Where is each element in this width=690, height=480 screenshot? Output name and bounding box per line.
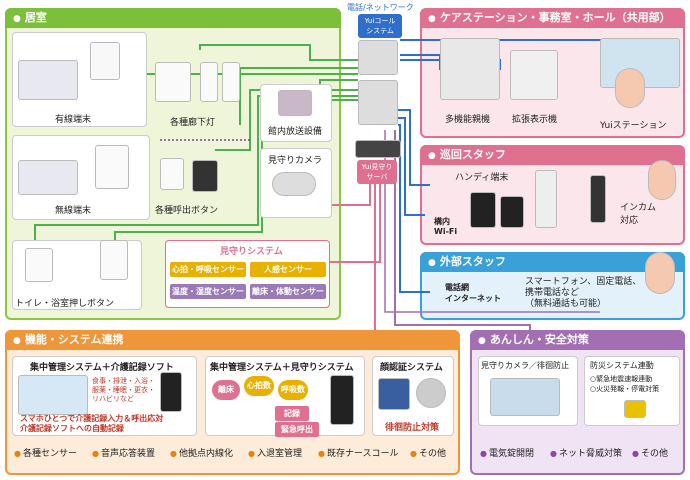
sensor-motion: 人感センサー [250,262,326,277]
call-button-device [160,158,184,190]
record-tag: 記録 [275,406,309,421]
kino-bullet-nursecall: 既存ナースコール [318,446,399,459]
patrol-staff [648,160,676,200]
face-auth-label: 顔認証システム [380,363,443,373]
care-station-header: ケアステーション・事務室・ホール（共用部） [420,8,685,28]
corridor-light-device [155,62,191,102]
handy-radio [590,175,606,223]
expansion-display-label: 拡張表示機 [512,115,558,125]
kino-title: 機能・システム連携 [24,333,124,346]
broadcast-label: 館内放送設備 [268,127,323,137]
alarm-device [624,400,646,418]
patrol-title: 巡回スタッフ [439,148,506,161]
handy-tablet [470,192,496,228]
kyoshitsu-header: 居室 [5,8,341,28]
handy-label: ハンディ端末 [455,173,509,183]
kaigo-screen [18,375,88,415]
yui-station-staff [615,68,645,108]
face-auth-camera [416,378,446,408]
anshin-title: あんしん・安全対策 [489,333,589,346]
kyoshitsu-title: 居室 [24,11,47,24]
care-station-title: ケアステーション・事務室・ホール（共用部） [439,11,671,24]
corridor-light-device-2 [200,62,218,102]
yui-call-server-unit-2 [358,80,398,125]
bubble-rishou: 離床 [212,380,240,400]
emergency-tag: 緊急呼出 [275,422,319,437]
anshin-bullet-other: その他 [632,446,668,459]
intercom-label: インカム 対応 [620,203,657,226]
toilet-button-device-2 [100,240,128,280]
multi-phone-label: 多機能親機 [445,115,491,125]
corridor-light-device-3 [222,62,240,102]
sensor-temp: 温度・湿度センサー [170,284,246,299]
kino-header: 機能・システム連携 [5,330,460,350]
camera-wander-label: 見守りカメラ／徘徊防止 [481,361,569,370]
wired-terminal-bed [18,60,78,100]
face-icon [378,378,410,410]
camera-device [272,172,316,196]
camera-label: 見守りカメラ [268,156,323,166]
handy-pda [535,170,557,228]
bubble-breath: 呼吸数 [278,380,308,400]
expansion-display-device [510,50,558,100]
handy-phone [500,196,524,228]
central-kaigo-label: 集中管理システム＋介護記録ソフト [30,363,174,373]
kino-bullet-extension: 他拠点内線化 [170,446,233,459]
kino-bullet-voice: 音声応答装置 [92,446,155,459]
central-mimamori-label: 集中管理システム＋見守りシステム [210,363,354,373]
kino-bullet-sensor: 各種センサー [14,446,77,459]
patrol-header: 巡回スタッフ [420,145,685,165]
wireless-terminal-label: 無線端末 [55,206,92,216]
yui-call-server-unit [358,40,398,75]
corridor-light-label: 各種廊下灯 [170,118,216,128]
mimamori-system-title: 見守りシステム [220,247,283,257]
wifi-label: 構内 Wi-Fi [434,217,458,236]
external-staff [645,252,675,294]
yui-station-label: Yuiステーション [600,121,667,131]
kaigo-caption: スマホひとつで介護記録入力＆呼出応対 介護記録ソフトへの自動記録 [20,414,164,433]
kino-bullet-other: その他 [410,446,446,459]
sensor-bed: 離床・体動センサー [250,284,326,299]
kaigo-phone [160,372,182,412]
wander-prevent-label: 徘徊防止対策 [385,423,440,433]
security-items: ○緊急地震速報連動 ○火災発報・停電対策 [590,375,660,393]
kaigo-list: 食事・排泄・入浴・ 服薬・睡眠・更衣・ リハビリなど [92,377,155,403]
call-button-device-2 [192,160,218,192]
wired-terminal-label: 有線端末 [55,115,92,125]
wired-terminal-speaker [90,42,120,80]
wireless-terminal-bed [18,160,78,195]
anshin-bullet-net: ネット脅威対策 [550,446,622,459]
call-buttons-label: 各種呼出ボタン [155,206,219,216]
toilet-button-device [25,248,53,282]
security-link-label: 防災システム連動 [590,361,654,370]
broadcast-speaker [278,90,312,116]
anshin-bullet-lock: 電気錠開閉 [480,446,534,459]
sensor-heart: 心拍・呼吸センサー [170,262,246,277]
anshin-header: あんしん・安全対策 [470,330,685,350]
yui-mimamori-server-tag: Yui見守り サーバ [357,160,397,184]
yui-mimamori-server-unit [355,140,401,158]
phone-net-label: 電話網 インターネット [445,283,501,303]
external-title: 外部スタッフ [439,255,506,268]
wireless-terminal-pendant [95,145,129,189]
external-desc: スマートフォン、固定電話、 携帯電話など （無料通話も可能） [525,277,642,309]
network-label: 電話/ネットワーク [347,3,414,12]
kino-bullet-access: 入退室管理 [248,446,302,459]
multi-phone-device [440,38,500,100]
mimamori-phone [330,375,354,425]
yui-call-system-tag: Yuiコール システム [358,14,402,38]
external-header: 外部スタッフ [420,252,685,272]
anshin-monitor [490,378,560,416]
bubble-heart: 心拍数 [244,376,274,396]
toilet-button-label: トイレ・浴室押しボタン [15,299,115,309]
